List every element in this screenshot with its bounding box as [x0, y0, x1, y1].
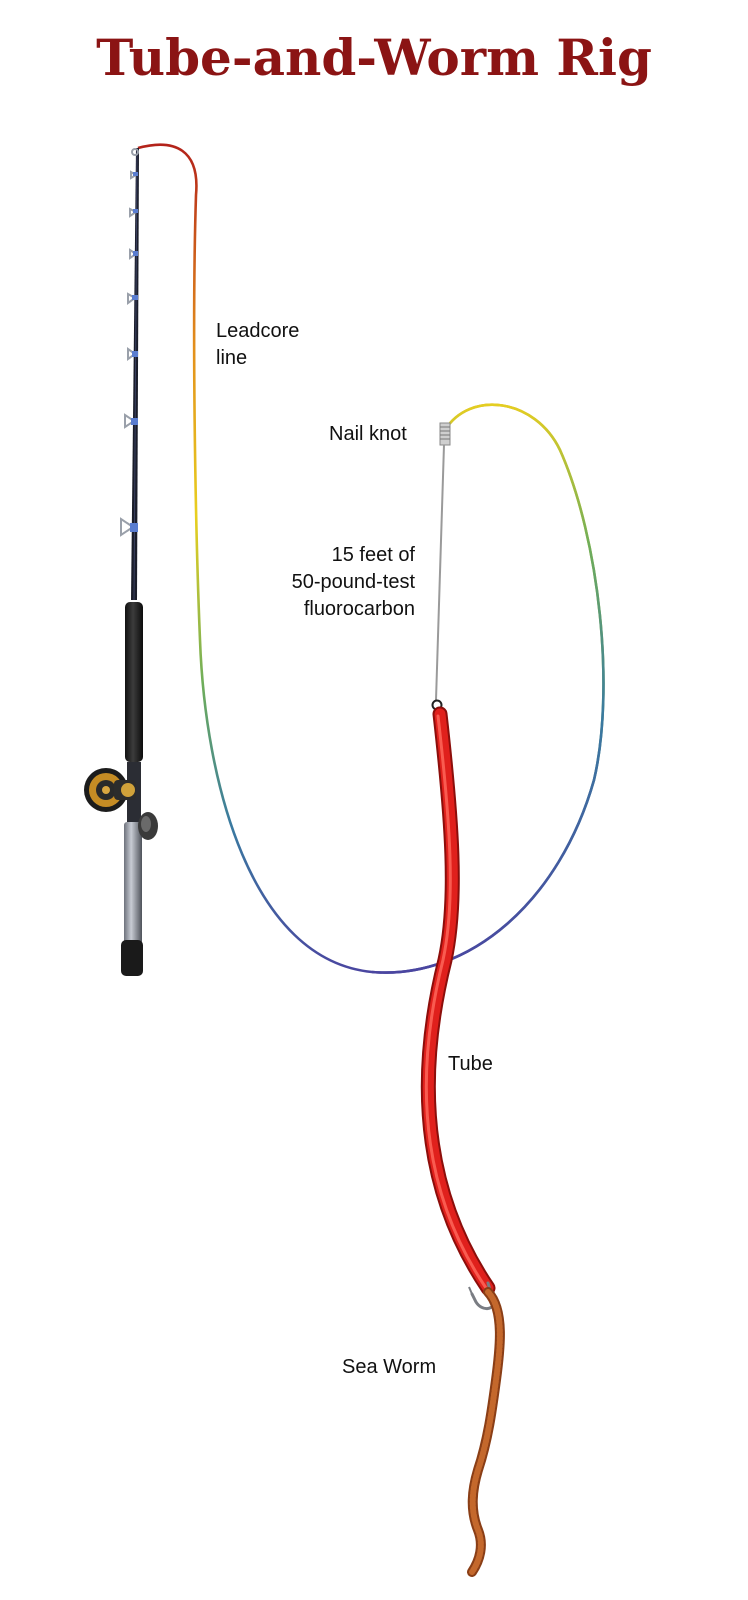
leadcore-line-upper-loop — [371, 403, 605, 974]
tube-label: Tube — [448, 1053, 493, 1075]
sea-worm-label: Sea Worm — [342, 1356, 437, 1378]
page-title: Tube-and-Worm Rig — [96, 28, 652, 87]
nail-knot-icon — [439, 422, 451, 446]
nail-knot-label: Nail knot — [329, 423, 407, 445]
fluorocarbon-label: 15 feet of 50-pound-test fluorocarbon — [291, 544, 415, 620]
reel-icon — [84, 768, 158, 840]
sea-worm-icon — [467, 1287, 505, 1577]
fishing-rod-icon — [120, 148, 143, 976]
tube-highlight — [422, 708, 494, 1294]
leadcore-line-label: Leadcore line — [216, 320, 300, 369]
fluorocarbon-leader — [435, 444, 445, 701]
